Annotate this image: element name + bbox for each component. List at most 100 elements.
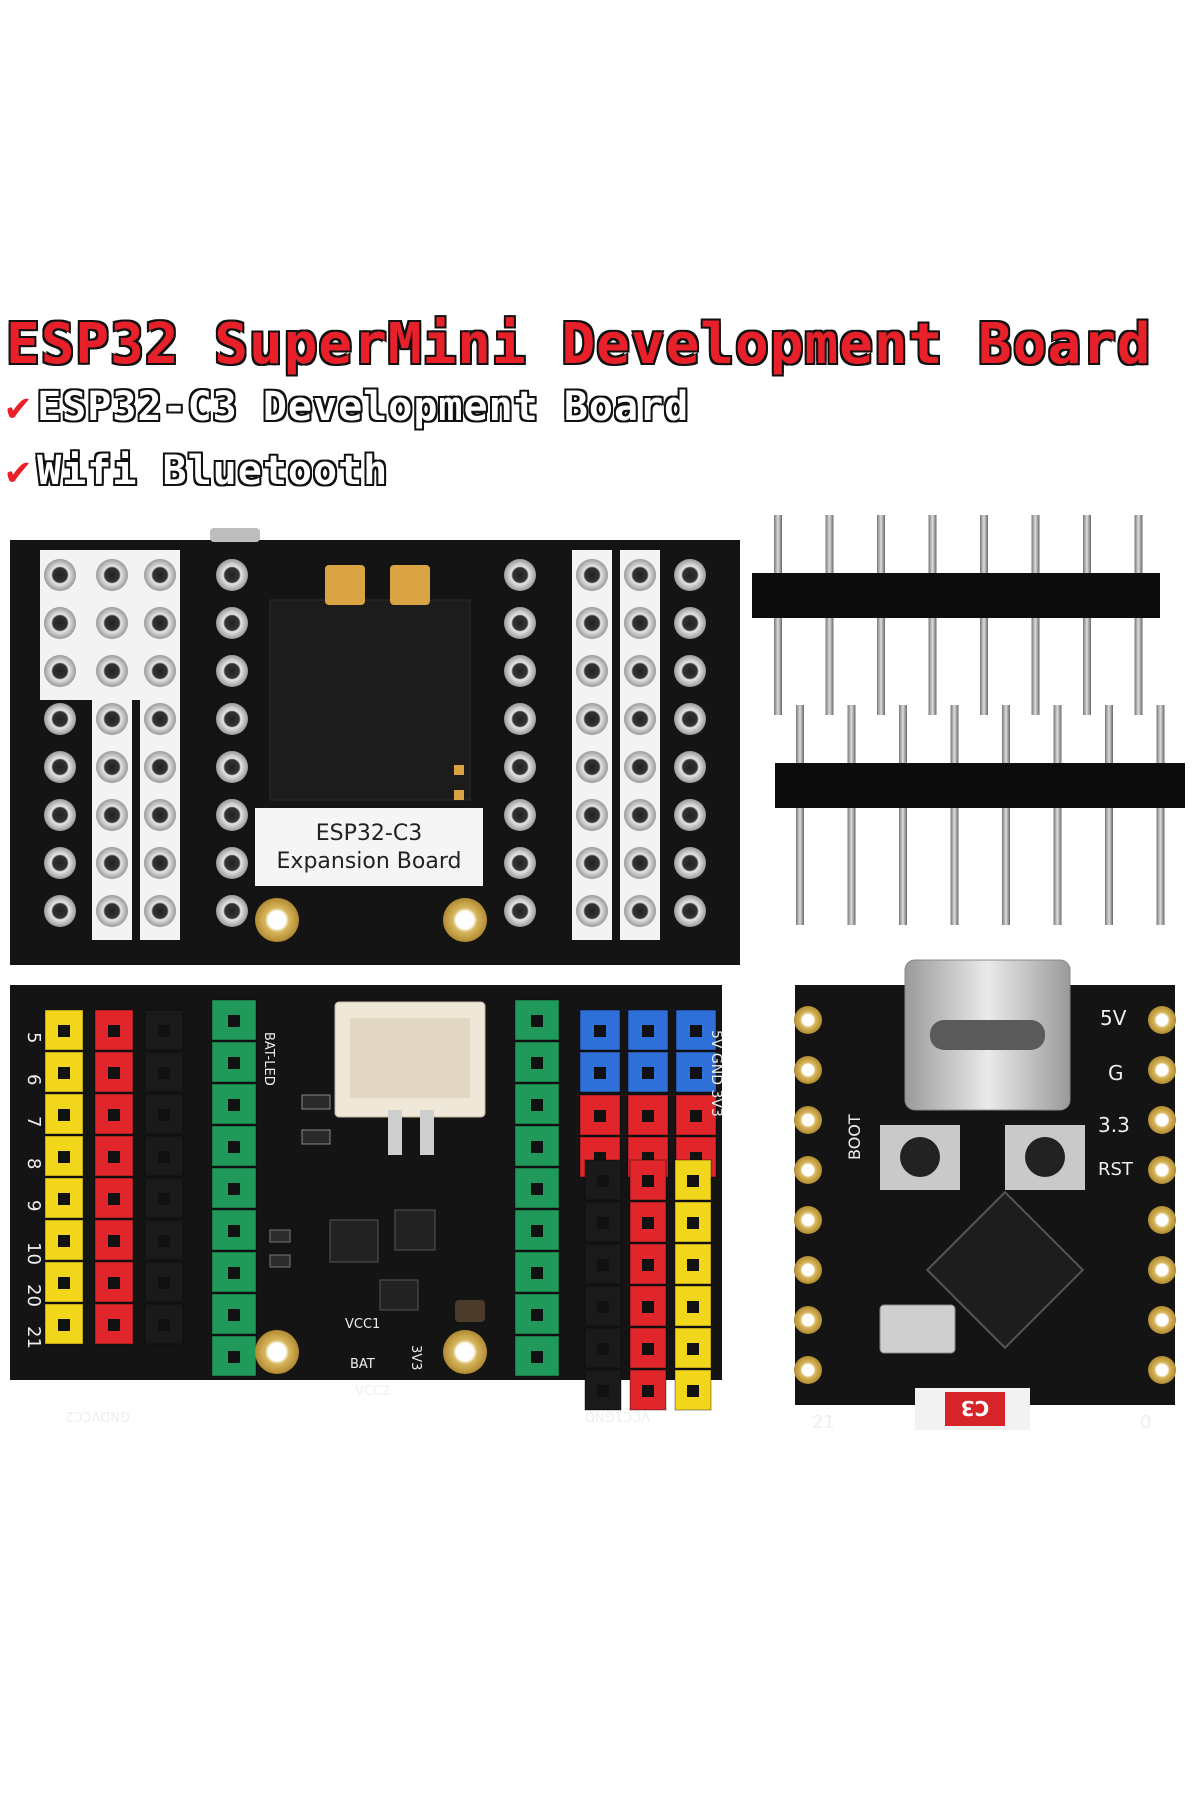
header-socket bbox=[675, 1051, 717, 1093]
solder-pad bbox=[144, 655, 176, 687]
socket-hole bbox=[642, 1217, 654, 1229]
header-socket bbox=[674, 1285, 712, 1327]
boot-label: BOOT bbox=[845, 1114, 864, 1160]
solder-pad bbox=[44, 751, 76, 783]
castellated-pad bbox=[794, 1206, 822, 1234]
solder-pad bbox=[216, 607, 248, 639]
expansion-label-line2: Expansion Board bbox=[277, 849, 462, 874]
g-label: G bbox=[1108, 1061, 1124, 1085]
socket-hole bbox=[228, 1267, 240, 1279]
solder-pad bbox=[216, 799, 248, 831]
socket-hole bbox=[690, 1067, 702, 1079]
c3-chip-label: C3 bbox=[961, 1396, 990, 1420]
solder-pad bbox=[96, 895, 128, 927]
socket-hole bbox=[531, 1015, 543, 1027]
expansion-label-line1: ESP32-C3 bbox=[316, 821, 422, 846]
castellated-pad bbox=[794, 1006, 822, 1034]
solder-pad bbox=[96, 799, 128, 831]
solder-pad bbox=[504, 751, 536, 783]
solder-pad bbox=[624, 655, 656, 687]
socket-hole bbox=[597, 1343, 609, 1355]
socket-hole bbox=[58, 1235, 70, 1247]
socket-hole bbox=[597, 1301, 609, 1313]
socket-hole bbox=[642, 1067, 654, 1079]
solder-pad bbox=[576, 751, 608, 783]
socket-hole bbox=[687, 1175, 699, 1187]
castellated-pad bbox=[1148, 1356, 1176, 1384]
solder-pad bbox=[216, 703, 248, 735]
header-pin bbox=[847, 705, 856, 925]
castellated-pad bbox=[794, 1056, 822, 1084]
socket-hole bbox=[642, 1385, 654, 1397]
pin-0-label: 0 bbox=[1140, 1412, 1151, 1433]
socket-hole bbox=[642, 1025, 654, 1037]
solder-pad bbox=[576, 799, 608, 831]
socket-hole bbox=[58, 1193, 70, 1205]
solder-pad bbox=[674, 559, 706, 591]
feature-text-2: Wifi Bluetooth bbox=[37, 448, 389, 494]
header-socket bbox=[44, 1219, 84, 1261]
solder-pad bbox=[96, 559, 128, 591]
solder-pad bbox=[624, 847, 656, 879]
feature-text-1: ESP32-C3 Development Board bbox=[37, 384, 690, 430]
solder-pad bbox=[674, 895, 706, 927]
solder-pad bbox=[504, 559, 536, 591]
socket-hole bbox=[108, 1109, 120, 1121]
vcc1-label: VCC1 bbox=[345, 1317, 380, 1332]
castellated-pad bbox=[1148, 1206, 1176, 1234]
socket-hole bbox=[594, 1110, 606, 1122]
solder-pad bbox=[624, 703, 656, 735]
socket-hole bbox=[690, 1025, 702, 1037]
socket-hole bbox=[58, 1319, 70, 1331]
check-mark-icon: ✔ bbox=[6, 448, 32, 494]
5v-label: 5V bbox=[1100, 1006, 1127, 1030]
solder-pad bbox=[674, 751, 706, 783]
solder-pad bbox=[624, 895, 656, 927]
socket-hole bbox=[228, 1225, 240, 1237]
socket-hole bbox=[158, 1025, 170, 1037]
gpio-number-label: 9 bbox=[23, 1200, 44, 1211]
3v3-label: 3V3 bbox=[408, 1345, 423, 1370]
solder-pad bbox=[624, 559, 656, 591]
castellated-pad bbox=[1148, 1156, 1176, 1184]
socket-hole bbox=[531, 1057, 543, 1069]
socket-hole bbox=[228, 1309, 240, 1321]
gpio-number-label: 21 bbox=[23, 1326, 44, 1349]
solder-pad bbox=[624, 607, 656, 639]
supermini-board: C3 5V G 3.3 BOOT RST 21 0 bbox=[794, 959, 1176, 1433]
feature-line-1: ✔ESP32-C3 Development Board bbox=[6, 384, 689, 430]
header-socket bbox=[44, 1261, 84, 1303]
socket-hole bbox=[642, 1110, 654, 1122]
solder-pad bbox=[504, 655, 536, 687]
gpio-number-label: 6 bbox=[23, 1074, 44, 1085]
solder-pad bbox=[576, 607, 608, 639]
rst-label: RST bbox=[1098, 1159, 1134, 1180]
female-headers bbox=[44, 999, 717, 1411]
socket-hole bbox=[158, 1277, 170, 1289]
socket-hole bbox=[228, 1183, 240, 1195]
header-socket bbox=[674, 1201, 712, 1243]
solder-pad bbox=[216, 895, 248, 927]
solder-pad bbox=[44, 559, 76, 591]
socket-hole bbox=[690, 1110, 702, 1122]
socket-hole bbox=[108, 1277, 120, 1289]
gpio-number-label: 5 bbox=[23, 1032, 44, 1043]
socket-hole bbox=[108, 1025, 120, 1037]
socket-hole bbox=[531, 1183, 543, 1195]
header-socket bbox=[211, 1083, 257, 1125]
castellated-pad bbox=[794, 1256, 822, 1284]
socket-hole bbox=[687, 1217, 699, 1229]
gpio-number-label: 20 bbox=[23, 1284, 44, 1307]
castellated-pads bbox=[794, 1006, 1176, 1384]
solder-pad bbox=[504, 799, 536, 831]
socket-hole bbox=[58, 1151, 70, 1163]
solder-pad bbox=[144, 607, 176, 639]
solder-pad bbox=[216, 847, 248, 879]
gnd-vcc2-label: GNDVCC2 bbox=[65, 1408, 130, 1423]
socket-hole bbox=[642, 1259, 654, 1271]
socket-hole bbox=[58, 1067, 70, 1079]
power-pins-label: 5V GND 3V3 bbox=[708, 1030, 724, 1117]
castellated-pad bbox=[794, 1306, 822, 1334]
solder-pad bbox=[44, 799, 76, 831]
